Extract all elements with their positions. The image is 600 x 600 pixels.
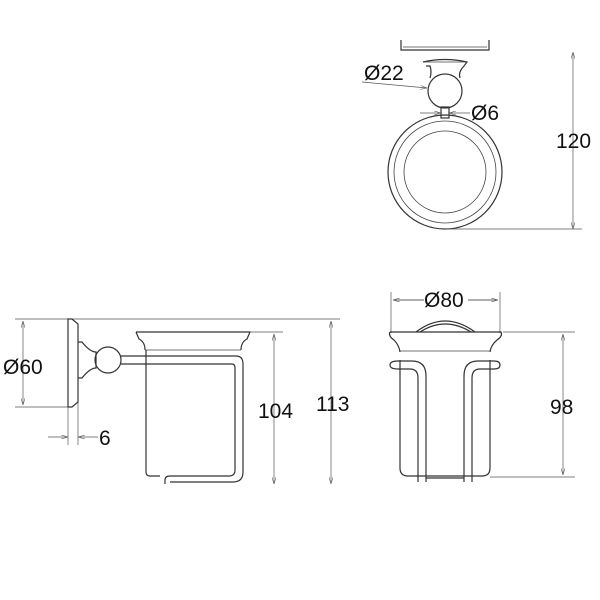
ring-inner [403, 130, 487, 214]
frame-front [389, 360, 501, 482]
cup-rim-side [135, 331, 251, 351]
plate-diameter-label: Ø60 [3, 356, 43, 379]
ring-outer [387, 114, 503, 230]
wall-plate-top [400, 40, 490, 51]
cup-diameter-label: Ø80 [424, 289, 464, 312]
wall-plate-side [67, 318, 79, 408]
cup-body-front [399, 360, 491, 477]
cup-rim-front [388, 331, 503, 353]
arm-side [121, 355, 145, 365]
projection-label: 120 [556, 130, 591, 153]
rosette-top [422, 58, 469, 79]
stem-diameter-label: Ø6 [471, 102, 499, 125]
cup-body-side [145, 350, 160, 477]
cup-height-label: 104 [258, 400, 293, 423]
rosette-front [415, 320, 476, 333]
frame-side [145, 355, 244, 484]
side-view: Ø60 6 104 113 [3, 318, 349, 484]
ball-diameter-label: Ø22 [364, 62, 404, 85]
ball-top [427, 73, 463, 109]
rosette-side [78, 341, 97, 379]
plate-thickness-label: 6 [99, 427, 111, 450]
cup-height-front-label: 98 [550, 396, 573, 419]
stem-top [440, 106, 450, 119]
overall-height-label: 113 [316, 393, 349, 416]
ball-side [94, 346, 122, 374]
front-view: Ø80 98 [388, 289, 575, 482]
top-view: Ø22 Ø6 120 [361, 40, 591, 230]
